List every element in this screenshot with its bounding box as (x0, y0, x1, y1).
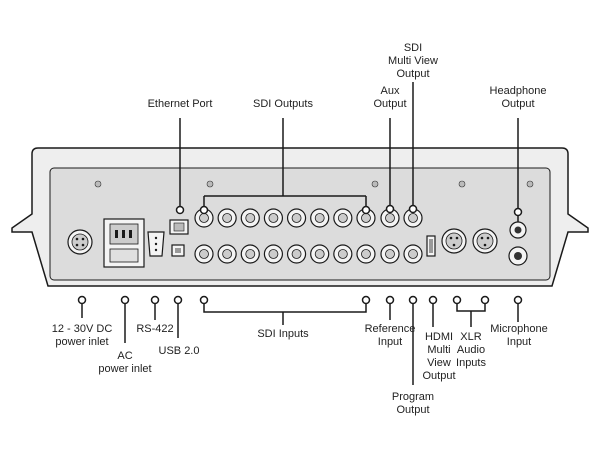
bnc-output-connector (310, 208, 330, 228)
label-usb: USB 2.0 (158, 345, 200, 357)
bnc-input-connector (217, 244, 237, 264)
label-ethernet-port: Ethernet Port (147, 98, 213, 110)
bnc-input-connector (194, 244, 214, 264)
label-microphone-input: Microphone Input (490, 323, 548, 348)
headphone-connector (509, 221, 527, 239)
bnc-input-connector (263, 244, 284, 264)
label-program-output: Program Output (391, 391, 435, 416)
bnc-input-connector (240, 244, 260, 264)
aux-connector (380, 208, 400, 228)
bnc-input-connector (333, 244, 353, 264)
label-sdi-multiview-output: SDI Multi View Output (388, 42, 438, 80)
label-rs422: RS-422 (136, 323, 174, 335)
label-aux-output: Aux Output (373, 85, 407, 110)
hdmi-connector (426, 235, 436, 257)
bnc-output-connector (217, 208, 237, 228)
dc-power-connector (67, 229, 93, 255)
bnc-output-connector (194, 208, 214, 228)
ethernet-connector (169, 219, 189, 235)
program-output-connector (403, 244, 423, 264)
callout-lines-bottom (81, 303, 519, 385)
xlr-audio-connectors (441, 228, 498, 254)
microphone-connector (508, 246, 528, 266)
rs422-connector (147, 231, 165, 257)
label-ac-power-inlet: AC power inlet (98, 350, 152, 375)
reference-connector (380, 244, 400, 264)
bnc-input-connector (356, 244, 376, 264)
callout-dots-bottom (77, 295, 523, 305)
callout-lines-top (179, 82, 519, 222)
bnc-input-connector (310, 244, 330, 264)
label-hdmi-multiview-output: HDMI Multi View Output (422, 331, 456, 382)
usb-connector (171, 244, 185, 257)
label-sdi-inputs: SDI Inputs (257, 328, 309, 340)
sdi-input-connectors (194, 244, 376, 264)
bnc-output-connector (333, 208, 353, 228)
panel-screws (94, 180, 534, 188)
ac-power-connector (103, 218, 145, 268)
bnc-output-connector (240, 208, 260, 228)
callout-dots-top (175, 204, 523, 217)
label-xlr-audio-inputs: XLR Audio Inputs (456, 331, 486, 369)
bnc-output-connector (263, 208, 284, 228)
bnc-output-connector (356, 208, 376, 228)
sdi-output-connectors (194, 208, 376, 228)
bnc-input-connector (286, 244, 307, 264)
label-headphone-output: Headphone Output (489, 85, 547, 110)
label-dc-power-inlet: 12 - 30V DC power inlet (51, 323, 113, 348)
label-reference-input: Reference Input (364, 323, 416, 348)
label-sdi-outputs: SDI Outputs (253, 98, 313, 110)
bnc-output-connector (286, 208, 307, 228)
